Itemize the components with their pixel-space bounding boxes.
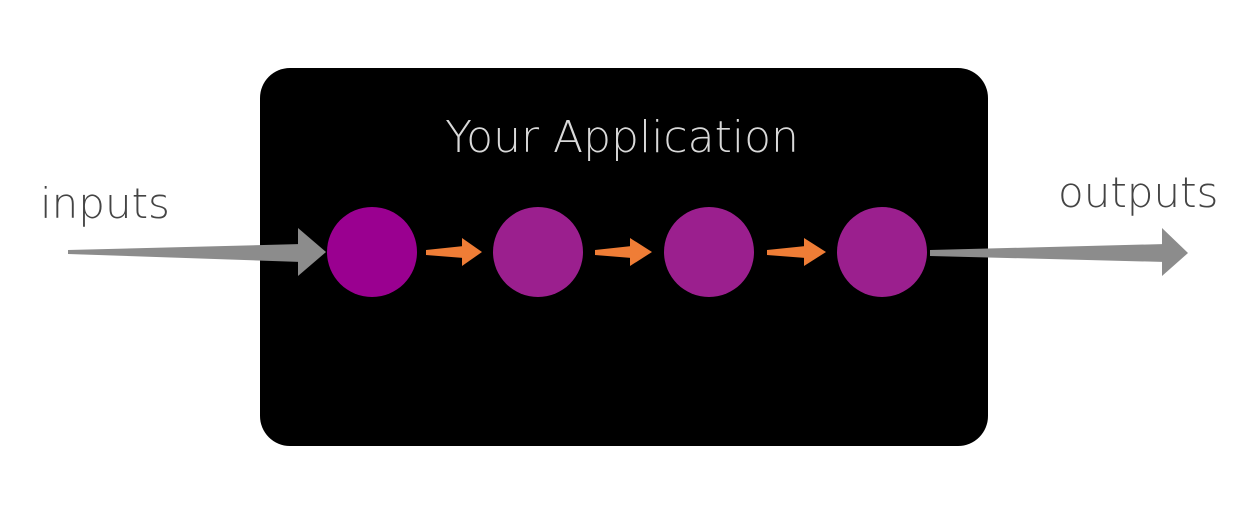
flow-arrow-1-head (462, 238, 482, 266)
flow-arrow-3 (767, 238, 826, 266)
flow-arrow-2 (595, 238, 652, 266)
flow-arrow-2-shaft (595, 246, 632, 258)
process-node-1 (327, 207, 417, 297)
flow-arrow-1 (426, 238, 482, 266)
process-node-3 (664, 207, 754, 297)
output-arrow-shaft (930, 244, 1166, 262)
output-arrow-head (1162, 228, 1188, 276)
process-node-4 (837, 207, 927, 297)
input-arrow-shaft (68, 244, 302, 262)
flow-arrow-3-shaft (767, 246, 806, 258)
output-arrow (930, 228, 1188, 276)
flow-arrow-1-shaft (426, 246, 464, 258)
application-title: Your Application (445, 112, 799, 163)
outputs-label: outputs (1058, 168, 1218, 217)
inputs-label: inputs (40, 179, 170, 228)
process-node-2 (493, 207, 583, 297)
input-arrow (68, 228, 326, 276)
input-arrow-head (298, 228, 326, 276)
flow-arrow-2-head (630, 238, 652, 266)
flow-arrow-3-head (804, 238, 826, 266)
